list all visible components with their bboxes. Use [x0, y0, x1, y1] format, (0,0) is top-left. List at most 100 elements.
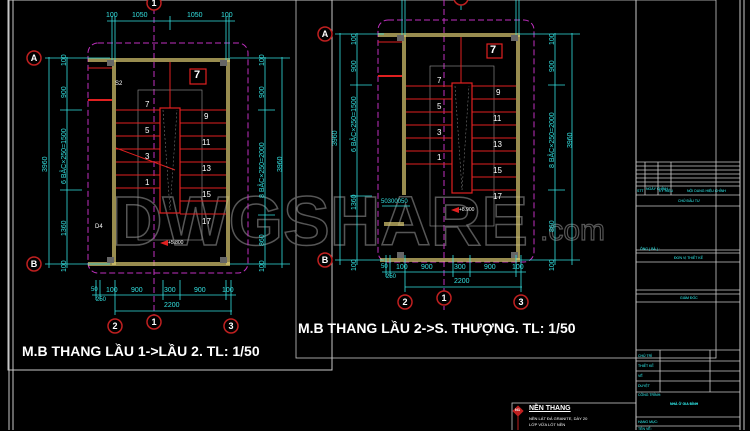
grid-bubble-b: B [321, 255, 329, 265]
dim-bottom-total: 2200 [164, 302, 180, 309]
dim-right-100-bottom: 100 [549, 259, 556, 271]
legend-tag: N1 [515, 407, 521, 412]
dim-right-100-bottom: 100 [259, 260, 266, 272]
step-number: 9 [204, 112, 209, 121]
step-number: 9 [496, 88, 501, 97]
dim-left-1360: 1360 [351, 194, 358, 210]
dim-left-total: 3960 [332, 130, 339, 146]
plan2 [335, 0, 580, 310]
room-tag: 7 [194, 69, 201, 81]
dim-bottom-100-left: 100 [106, 287, 118, 294]
dim-top-100-right: 100 [221, 12, 233, 19]
dim-bottom-50: 50 [381, 264, 388, 270]
grid-bubble-3: 3 [518, 297, 524, 307]
tb-chu-dau-tu: CHỦ ĐẦU TƯ [678, 199, 700, 203]
dim-left-900: 900 [351, 60, 358, 72]
dim-top-1050-right: 1050 [187, 12, 203, 19]
dim-bottom-900-right: 900 [484, 264, 496, 271]
dim-bottom-total: 2200 [454, 278, 470, 285]
dim-right-860: 860 [549, 220, 556, 232]
tb-kyhieu: KÝ HIỆU [659, 189, 674, 193]
label-d4: D4 [95, 224, 103, 230]
tb-ngay: NGÀY CHỈNH [646, 187, 668, 191]
dim-small: 50300050 [381, 199, 408, 205]
svg-text:.com: .com [540, 214, 605, 247]
dim-right-steps: 8 BẬC×250=2000 [549, 112, 556, 168]
legend-line2: LỚP VỮA LÓT NỀN [529, 422, 566, 427]
tb-don-vi: ĐƠN VỊ THIẾT KẾ [674, 256, 703, 260]
dim-top-100-left: 100 [106, 12, 118, 19]
dim-left-900: 900 [61, 86, 68, 98]
watermark: DWGSHARE .com [111, 181, 605, 261]
dim-right-steps: 8 BẬC×250=2000 [259, 142, 266, 198]
grid-bubble-2: 2 [112, 321, 118, 331]
tb-giam-doc: GIÁM ĐỐC [680, 296, 698, 300]
dim-right-100-top: 100 [259, 54, 266, 66]
grid-bubbles [26, 0, 529, 334]
plan2-title: M.B THANG LẦU 2->S. THƯỢNG. TL: 1/50 [298, 320, 576, 336]
legend-title: NỀN THANG [529, 405, 571, 412]
tb-ve: VẼ [638, 374, 643, 378]
dim-bottom-900-left: 900 [131, 287, 143, 294]
dim-right-860: 860 [259, 234, 266, 246]
sheet-frame [7, 0, 745, 430]
room-tag: 7 [490, 44, 497, 56]
grid-bubble-3: 3 [228, 321, 234, 331]
tb-ten-ve: TÊN VẼ: [638, 427, 652, 431]
dim-bottom-250: 250 [386, 274, 397, 280]
dim-bottom-300: 300 [164, 287, 176, 294]
dim-bottom-900-right: 900 [194, 287, 206, 294]
step-number: 3 [437, 128, 442, 137]
tb-ong-ba: ÔNG ( BÀ ) : [640, 247, 660, 251]
step-number: 3 [145, 152, 150, 161]
step-number: 13 [202, 164, 211, 173]
dim-right-900: 900 [549, 60, 556, 72]
dim-left-100-bottom: 100 [351, 259, 358, 271]
grid-bubble-1: 1 [151, 317, 157, 327]
grid-bubble-b: B [30, 259, 38, 269]
dim-left-100-bottom: 100 [61, 260, 68, 272]
step-number: 1 [437, 153, 442, 162]
plan1 [45, 8, 290, 320]
dim-left-steps: 6 BẬC×250=1500 [61, 128, 68, 184]
dim-bottom-100-left: 100 [396, 264, 408, 271]
dim-left-total: 3960 [42, 156, 49, 172]
tb-noidung: NỘI DUNG HIỆU CHỈNH [687, 189, 726, 193]
step-number: 11 [202, 138, 211, 147]
step-number: 17 [493, 192, 502, 201]
step-number: 1 [145, 178, 150, 187]
level-mark: +8.900 [459, 207, 475, 213]
step-number: 15 [202, 190, 211, 199]
dim-bottom-250: 250 [96, 297, 107, 303]
title-block [511, 161, 740, 430]
tb-cong-trinh: CÔNG TRÌNH: [638, 393, 662, 397]
step-number: 7 [145, 100, 150, 109]
dim-right-100-top: 100 [549, 33, 556, 45]
label-s2: S2 [115, 81, 123, 87]
step-number: 5 [145, 126, 150, 135]
dim-bottom-300: 300 [454, 264, 466, 271]
step-number: 17 [202, 217, 211, 226]
grid-bubble-2: 2 [402, 297, 408, 307]
dim-bottom-900-left: 900 [421, 264, 433, 271]
dim-bottom-100-right: 100 [222, 287, 234, 294]
step-number: 7 [437, 76, 442, 85]
dim-right-total: 3960 [567, 132, 574, 148]
tb-project: NHÀ Ở GIA ĐÌNH [670, 402, 699, 406]
tb-stt: STT [637, 189, 644, 193]
dim-right-total: 3960 [277, 156, 284, 172]
dim-bottom-100-right: 100 [512, 264, 524, 271]
grid-bubble-a: A [30, 53, 38, 63]
step-number: 11 [493, 114, 502, 123]
tb-thiet-ke: THIẾT KẾ [638, 364, 654, 368]
dim-left-100-top: 100 [61, 54, 68, 66]
dim-right-900: 900 [259, 86, 266, 98]
grid-bubble-1: 1 [441, 293, 447, 303]
tb-hang-muc: HẠNG MỤC: [638, 420, 659, 424]
dim-top-1050-left: 1050 [132, 12, 148, 19]
step-number: 5 [437, 102, 442, 111]
plan1-title: M.B THANG LẦU 1->LẦU 2. TL: 1/50 [22, 343, 260, 359]
dim-left-100-top: 100 [351, 33, 358, 45]
legend-line1: NỀN LÁT ĐÁ GRANITE, DÀY 20 [529, 416, 588, 421]
